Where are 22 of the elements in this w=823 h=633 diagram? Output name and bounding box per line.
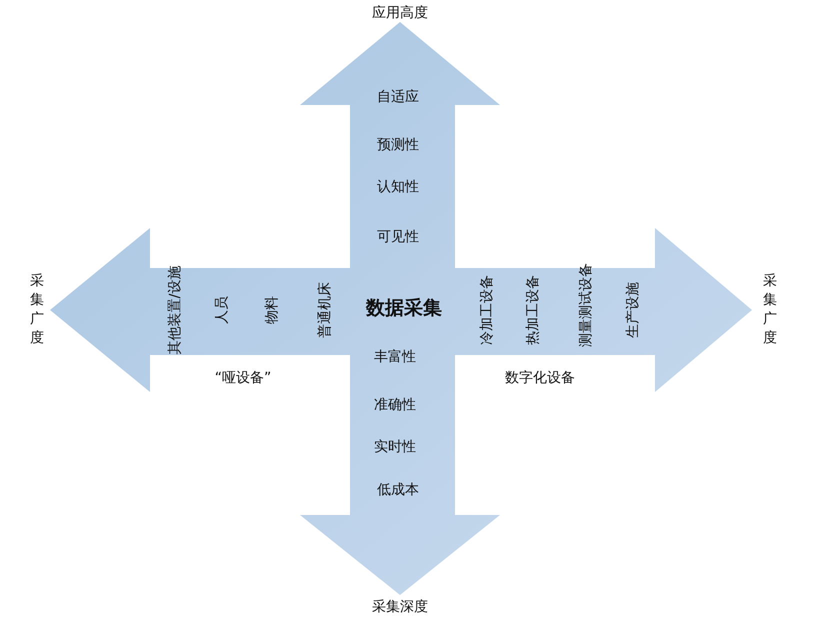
attribute-text: 丰富性 xyxy=(374,350,416,364)
center-title: 数据采集 xyxy=(366,296,442,321)
attribute-text: 低成本 xyxy=(377,483,419,497)
category-text: 冷加工设备 xyxy=(480,275,494,345)
attribute-text: 预测性 xyxy=(377,138,419,152)
category-text: 物料 xyxy=(265,296,279,324)
group-label: “哑设备” xyxy=(214,371,272,385)
category-text: 其他装置/设施 xyxy=(168,266,182,354)
category-text: 测量测试设备 xyxy=(579,263,593,347)
four-way-arrow xyxy=(50,22,752,595)
axis-label: 采集广度 xyxy=(762,272,778,348)
attribute-text: 准确性 xyxy=(374,398,416,412)
attribute-text: 认知性 xyxy=(377,180,419,194)
axis-label: 采集广度 xyxy=(30,272,44,348)
category-text: 生产设施 xyxy=(626,282,640,338)
category-text: 人员 xyxy=(215,296,229,324)
attribute-text: 自适应 xyxy=(377,90,419,104)
attribute-text: 实时性 xyxy=(374,440,416,454)
category-text: 普通机床 xyxy=(318,282,332,338)
group-label: 数字化设备 xyxy=(505,371,575,385)
attribute-text: 可见性 xyxy=(377,230,419,244)
category-text: 热加工设备 xyxy=(526,275,540,345)
